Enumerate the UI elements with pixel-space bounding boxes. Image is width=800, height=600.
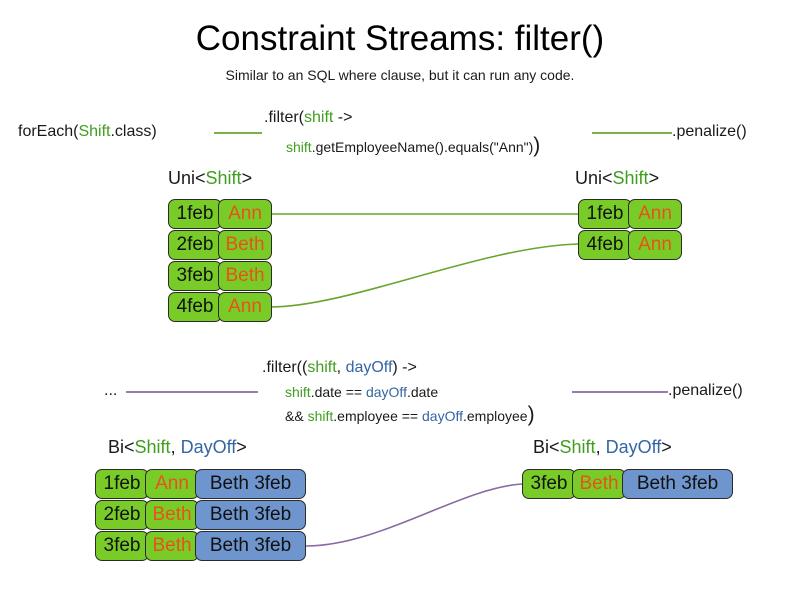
- bi-left-label-prefix: Bi<: [108, 437, 135, 457]
- page-title: Constraint Streams: filter(): [195, 19, 605, 58]
- bi-filter-line3: && shift.employee == dayOff.employee): [285, 403, 535, 426]
- table-row[interactable]: 3feb Beth: [168, 261, 272, 291]
- cell-name: Ann: [218, 199, 272, 229]
- cell-pair: Beth 3feb: [622, 469, 733, 499]
- bi-filter-l3-var1: shift: [307, 408, 334, 424]
- bi-source-ellipsis: ...: [104, 382, 118, 399]
- uni-filter-expr: .getEmployeeName().equals("Ann"): [311, 139, 534, 155]
- uni-right-label: Uni<Shift>: [575, 167, 659, 189]
- uni-left-label-suffix: >: [241, 168, 253, 188]
- wire-uni-row4: [269, 243, 579, 308]
- cell-name: Ann: [628, 230, 682, 260]
- cell-date: 3feb: [522, 469, 576, 499]
- cell-name: Beth: [218, 230, 272, 260]
- table-row[interactable]: 3feb Beth Beth 3feb: [95, 531, 306, 561]
- table-row[interactable]: 1feb Ann Beth 3feb: [95, 469, 306, 499]
- bi-filter-line1: .filter((shift, dayOff) ->: [262, 358, 417, 378]
- foreach-prefix: forEach(: [18, 123, 79, 140]
- table-row[interactable]: 3feb Beth Beth 3feb: [522, 469, 733, 499]
- uni-right-tuple-table: 1feb Ann 4feb Ann: [578, 199, 682, 261]
- bi-filter-l2-mid2: .date: [406, 384, 439, 400]
- bi-filter-l2-var2: dayOff: [365, 384, 407, 400]
- uni-right-label-type: Shift: [612, 168, 649, 188]
- page-subtitle: Similar to an SQL where clause, but it c…: [225, 67, 575, 83]
- uni-filter-close-paren: ): [533, 134, 541, 157]
- table-row[interactable]: 1feb Ann: [578, 199, 682, 229]
- bi-left-tuple-table: 1feb Ann Beth 3feb 2feb Beth Beth 3feb 3…: [95, 469, 306, 562]
- table-row[interactable]: 4feb Ann: [168, 292, 272, 322]
- cell-date: 4feb: [578, 230, 632, 260]
- bi-left-label-comma: ,: [170, 437, 181, 457]
- bi-filter-l3-var2: dayOff: [422, 408, 463, 424]
- table-row[interactable]: 4feb Ann: [578, 230, 682, 260]
- bi-filter-method: .filter((: [262, 359, 308, 376]
- foreach-type: Shift: [78, 123, 111, 140]
- cell-pair: Beth 3feb: [195, 531, 306, 561]
- uni-filter-line1: .filter(shift ->: [264, 108, 352, 128]
- uni-right-label-prefix: Uni<: [575, 168, 613, 188]
- cell-name: Beth: [145, 531, 199, 561]
- cell-date: 2feb: [95, 500, 149, 530]
- cell-name: Beth: [145, 500, 199, 530]
- foreach-suffix: .class): [110, 123, 157, 140]
- uni-left-tuple-table: 1feb Ann 2feb Beth 3feb Beth 4feb Ann: [168, 199, 272, 323]
- cell-name: Beth: [218, 261, 272, 291]
- bi-filter-line2: shift.date == dayOff.date: [285, 383, 438, 402]
- bi-right-label-suffix: >: [661, 437, 672, 457]
- bi-filter-comma: ,: [336, 359, 346, 376]
- uni-left-label-type: Shift: [205, 168, 242, 188]
- uni-filter-arrow: ->: [333, 109, 353, 126]
- cell-date: 1feb: [168, 199, 222, 229]
- cell-date: 4feb: [168, 292, 222, 322]
- foreach-call: forEach(Shift.class): [18, 122, 157, 142]
- uni-filter-method: .filter(: [264, 109, 304, 126]
- bi-left-label-type2: DayOff: [180, 437, 237, 457]
- cell-date: 3feb: [95, 531, 149, 561]
- bi-right-label: Bi<Shift, DayOff>: [533, 436, 672, 458]
- bi-penalize-call: .penalize(): [668, 382, 743, 399]
- wire-bi-row3: [305, 483, 523, 547]
- uni-filter-var: shift: [286, 139, 312, 155]
- bi-filter-l3-and: &&: [285, 408, 308, 424]
- bi-filter-l2-var1: shift: [285, 384, 311, 400]
- bi-filter-param1: shift: [307, 359, 337, 376]
- table-row[interactable]: 1feb Ann: [168, 199, 272, 229]
- uni-filter-param: shift: [304, 109, 334, 126]
- cell-pair: Beth 3feb: [195, 469, 306, 499]
- cell-date: 1feb: [578, 199, 632, 229]
- bi-filter-l3-mid2: .employee: [463, 408, 528, 424]
- bi-filter-l3-mid1: .employee ==: [333, 408, 422, 424]
- table-row[interactable]: 2feb Beth: [168, 230, 272, 260]
- cell-name: Ann: [145, 469, 199, 499]
- bi-right-label-type2: DayOff: [605, 437, 662, 457]
- cell-pair: Beth 3feb: [195, 500, 306, 530]
- bi-filter-close-paren: ): [527, 403, 535, 426]
- cell-date: 1feb: [95, 469, 149, 499]
- bi-right-label-prefix: Bi<: [533, 437, 560, 457]
- bi-filter-arrow: ) ->: [392, 359, 417, 376]
- uni-penalize-call: .penalize(): [672, 123, 747, 140]
- uni-left-label: Uni<Shift>: [168, 167, 252, 189]
- uni-left-label-prefix: Uni<: [168, 168, 206, 188]
- bi-right-label-comma: ,: [595, 437, 606, 457]
- bi-left-label-suffix: >: [236, 437, 247, 457]
- cell-name: Beth: [572, 469, 626, 499]
- bi-right-tuple-table: 3feb Beth Beth 3feb: [522, 469, 733, 500]
- table-row[interactable]: 2feb Beth Beth 3feb: [95, 500, 306, 530]
- bi-left-label-type1: Shift: [134, 437, 171, 457]
- bi-filter-l2-mid1: .date ==: [310, 384, 366, 400]
- uni-filter-line2: shift.getEmployeeName().equals("Ann")): [286, 134, 541, 157]
- cell-date: 3feb: [168, 261, 222, 291]
- bi-filter-param2: dayOff: [345, 359, 393, 376]
- cell-name: Ann: [218, 292, 272, 322]
- cell-name: Ann: [628, 199, 682, 229]
- bi-right-label-type1: Shift: [559, 437, 596, 457]
- cell-date: 2feb: [168, 230, 222, 260]
- bi-left-label: Bi<Shift, DayOff>: [108, 436, 247, 458]
- uni-right-label-suffix: >: [648, 168, 660, 188]
